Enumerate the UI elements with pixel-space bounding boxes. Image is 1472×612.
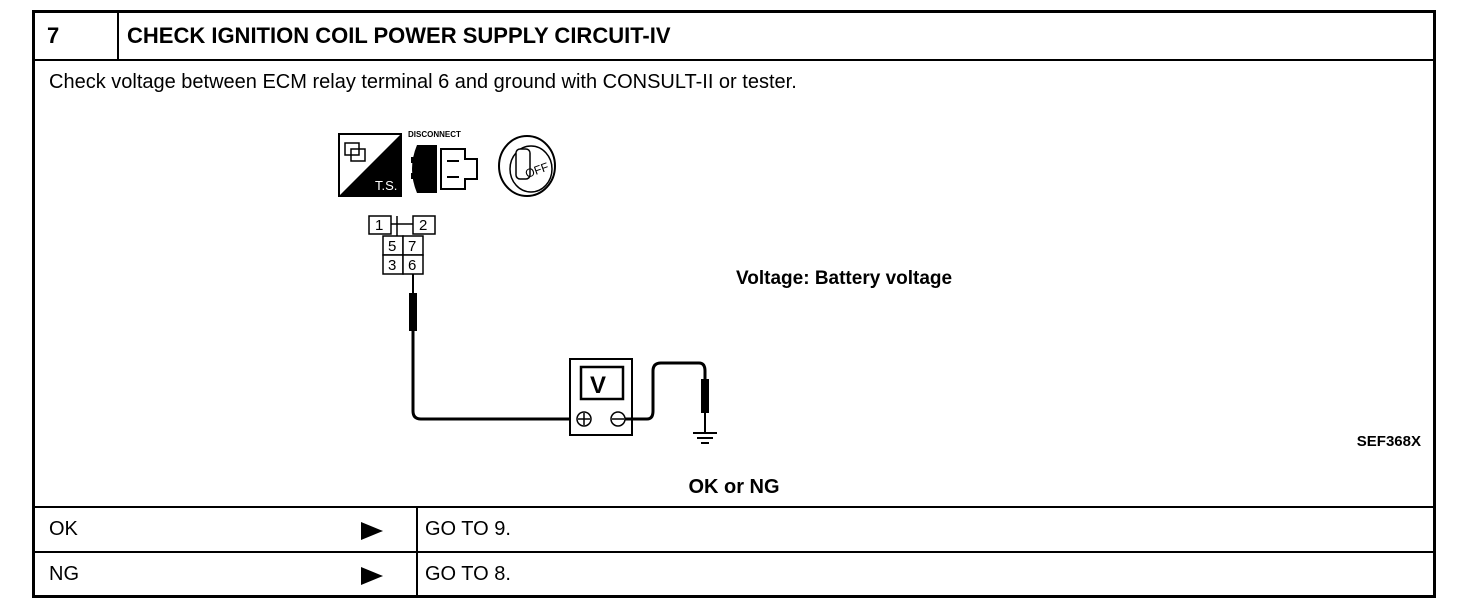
step-number: 7 xyxy=(35,13,119,59)
result-label: NG xyxy=(49,563,79,585)
negative-test-lead xyxy=(625,361,709,433)
terminal-2: 2 xyxy=(419,217,427,234)
arrow-right-icon xyxy=(361,567,383,585)
meter-label: V xyxy=(590,372,606,399)
result-action: GO TO 8. xyxy=(425,563,511,585)
ts-icon: T.S. xyxy=(338,133,402,197)
circuit-diagram: T.S. DISCONNECT OFF xyxy=(338,130,717,444)
row-divider xyxy=(416,553,418,596)
ignition-key-off-icon: OFF xyxy=(498,135,556,197)
result-heading: OK or NG xyxy=(688,476,780,498)
row-divider xyxy=(416,508,418,551)
result-label: OK xyxy=(49,518,78,540)
arrow-right-icon xyxy=(361,522,383,540)
voltmeter: V xyxy=(569,358,633,436)
ground-icon xyxy=(693,432,717,444)
instruction-text: Check voltage between ECM relay terminal… xyxy=(49,71,797,93)
ecm-relay-connector: 1 2 5 7 3 6 xyxy=(368,215,436,275)
step-title: CHECK IGNITION COIL POWER SUPPLY CIRCUIT… xyxy=(127,23,671,48)
step-body: Check voltage between ECM relay terminal… xyxy=(35,61,1433,501)
result-row-ng: NG GO TO 8. xyxy=(35,551,1433,596)
terminal-1: 1 xyxy=(375,217,383,234)
disconnect-icon: DISCONNECT xyxy=(408,130,478,193)
disconnect-label: DISCONNECT xyxy=(408,130,461,139)
positive-test-lead xyxy=(409,274,581,421)
result-row-ok: OK GO TO 9. xyxy=(35,506,1433,551)
step-header: 7 CHECK IGNITION COIL POWER SUPPLY CIRCU… xyxy=(35,13,1433,61)
figure-id: SEF368X xyxy=(1356,433,1421,450)
terminal-7: 7 xyxy=(408,238,416,255)
ts-icon-label: T.S. xyxy=(375,178,397,193)
result-action: GO TO 9. xyxy=(425,518,511,540)
terminal-6: 6 xyxy=(408,257,416,274)
specification-text: Voltage: Battery voltage xyxy=(736,268,953,289)
inspection-sheet: 7 CHECK IGNITION COIL POWER SUPPLY CIRCU… xyxy=(32,10,1436,598)
terminal-5: 5 xyxy=(388,238,396,255)
terminal-3: 3 xyxy=(388,257,396,274)
